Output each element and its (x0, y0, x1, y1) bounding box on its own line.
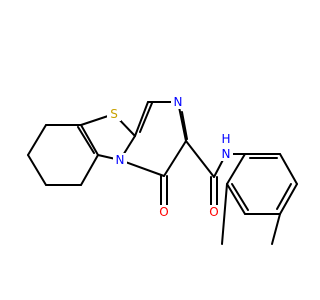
bond (139, 102, 153, 133)
bond (231, 183, 249, 211)
bond (163, 140, 187, 177)
amide-oxygen: O (207, 205, 221, 219)
bond (185, 140, 215, 178)
bond (279, 183, 298, 215)
bond (226, 153, 246, 185)
bond (134, 101, 149, 137)
bond (27, 154, 47, 186)
dimethylphenyl-ring (226, 153, 298, 215)
ring-nitrogen-top: N (171, 95, 185, 109)
nitrogen-label: N (174, 95, 183, 109)
nitrogen-label: N (116, 153, 125, 167)
bond (80, 154, 99, 186)
ring-nitrogen-bridge: N (113, 153, 127, 167)
bond (77, 126, 95, 154)
methyl-groups (221, 183, 281, 245)
bond (271, 213, 281, 245)
diagram-canvas: S N N O O H N (27, 95, 298, 245)
atom-labels: S N N O O H N (107, 95, 233, 219)
oxygen-label: O (209, 205, 218, 219)
amide-nitrogen: H N (219, 132, 233, 161)
ketone-oxygen: O (157, 205, 171, 219)
bond (181, 111, 188, 140)
nitrogen-label: N (222, 147, 231, 161)
molecule-structure: S N N O O H N (27, 95, 298, 245)
ketone-group (160, 175, 168, 206)
bond (80, 124, 99, 156)
oxygen-label: O (159, 205, 168, 219)
bond (221, 183, 228, 245)
bond (279, 153, 298, 185)
hydrogen-label: H (221, 132, 230, 146)
sulfur-atom: S (107, 107, 121, 121)
bond (27, 124, 47, 156)
pyrimidinone-ring (119, 101, 188, 177)
sulfur-label: S (110, 107, 118, 121)
bond (226, 183, 246, 215)
bond (276, 183, 292, 210)
amide-group (185, 140, 246, 206)
bond (119, 159, 165, 177)
cyclohexane-ring (27, 124, 99, 186)
